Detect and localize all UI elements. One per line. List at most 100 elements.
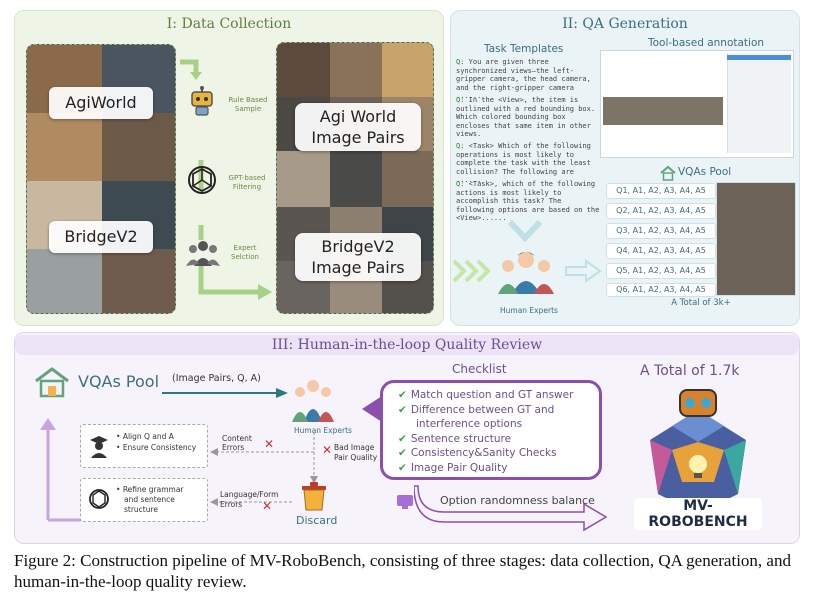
bench-name-label: MV-ROBOBENCH	[634, 498, 762, 530]
down-arrow	[508, 220, 542, 243]
bridgev2-label: BridgeV2	[49, 221, 153, 253]
stage3-vqas-pool: VQAs Pool	[78, 372, 160, 391]
language-errors-2: Errors	[220, 500, 243, 509]
checklist-item: ✔Consistency&Sanity Checks	[398, 448, 557, 459]
q-text: You are given three synchronized views—t…	[456, 58, 591, 101]
tool-image-row	[603, 97, 723, 125]
close-icon: ✕	[322, 443, 333, 457]
checklist-text: interference options	[416, 418, 523, 430]
close-icon: ✕	[262, 499, 273, 513]
teacher-icon	[90, 436, 108, 458]
source-collage: AgiWorld BridgeV2	[26, 44, 176, 314]
align-line-1: • Align Q and A	[116, 432, 174, 441]
vqa-images-strip	[716, 182, 796, 296]
step-expert-selection: Expert Selction	[231, 244, 259, 261]
language-errors-1: Language/Form	[220, 490, 279, 499]
template-question-4: Q: <Task>, which of the following action…	[456, 180, 602, 223]
checklist-text: Image Pair Quality	[410, 462, 508, 474]
align-text-1: Align Q and A	[122, 432, 174, 441]
tool-annotation-title: Tool-based annotation	[648, 37, 765, 49]
vqa-row: Q1, A1, A2, A3, A4, A5	[606, 183, 716, 199]
checklist-text: Consistency&Sanity Checks	[410, 447, 557, 459]
balance-arrow	[414, 485, 608, 532]
q-text: <Task>, which of the following actions i…	[456, 180, 600, 223]
checklist-item: ✔Image Pair Quality	[398, 463, 507, 474]
checklist-item-cont: interference options	[416, 419, 522, 430]
gpt-icon	[188, 166, 216, 194]
checklist-text: Match question and GT answer	[410, 389, 574, 401]
photo-tile	[330, 151, 382, 207]
gpt-icon	[89, 489, 109, 509]
screen-icon	[397, 495, 413, 509]
checklist-title: Checklist	[452, 362, 507, 376]
photo-tile	[330, 43, 382, 97]
bridgev2-pairs-text: BridgeV2 Image Pairs	[311, 237, 405, 277]
robot-icon	[191, 86, 213, 116]
checklist-text: Sentence structure	[410, 433, 512, 445]
error-arrows	[210, 432, 318, 506]
content-errors-1: Content	[222, 434, 252, 443]
checklist-item: ✔Sentence structure	[398, 434, 511, 445]
option-balance-label: Option randomness balance	[440, 494, 595, 507]
flow-label: (Image Pairs, Q, A)	[172, 373, 261, 384]
house-icon	[660, 165, 676, 181]
template-question-3: Q: <Task> Which of the following operati…	[456, 142, 602, 185]
check-icon: ✔	[398, 404, 407, 416]
align-text-2: Ensure Consistency	[122, 443, 197, 452]
vqa-row: Q4, A1, A2, A3, A4, A5	[606, 243, 716, 259]
q-prefix: Q:	[456, 142, 465, 150]
q-prefix: Q:	[456, 180, 465, 188]
stage3-human-experts: Human Experts	[294, 426, 352, 435]
figure-caption: Figure 2: Construction pipeline of MV-Ro…	[14, 551, 791, 591]
content-errors-2: Errors	[222, 443, 245, 452]
template-question-1: Q: You are given three synchronized view…	[456, 58, 602, 101]
close-icon: ✕	[264, 437, 275, 451]
stage2-total: A Total of 3k+	[671, 298, 731, 308]
discard-label: Discard	[296, 514, 338, 527]
vqa-row: Q3, A1, A2, A3, A4, A5	[606, 223, 716, 239]
human-experts-icon	[292, 380, 334, 422]
photo-tile	[27, 249, 102, 313]
stage1-title: I: Data Collection	[166, 16, 292, 32]
chevron-right-icon	[452, 259, 491, 283]
check-icon: ✔	[398, 462, 407, 474]
photo-tile	[27, 113, 102, 181]
human-experts-icon	[498, 252, 554, 294]
photo-tile	[382, 151, 433, 207]
photo-tile	[277, 151, 330, 207]
stage3-title: III: Human-in-the-loop Quality Review	[15, 335, 799, 355]
flow-arrow	[162, 388, 288, 398]
vqa-row: Q5, A1, A2, A3, A4, A5	[606, 263, 716, 279]
checklist-item: ✔Match question and GT answer	[398, 390, 573, 401]
vqa-row: Q6, A1, A2, A3, A4, A5	[606, 283, 716, 297]
refine-line-2: and sentence	[124, 495, 175, 504]
experts-icon	[186, 241, 220, 266]
bad-image-2: Pair Quality	[334, 453, 378, 462]
checklist-pointer	[362, 396, 382, 422]
vqa-row: Q2, A1, A2, A3, A4, A5	[606, 203, 716, 219]
agiworld-pairs-label: Agi World Image Pairs	[295, 103, 421, 151]
tool-form-panel	[727, 53, 791, 153]
agiworld-pairs-text: Agi World Image Pairs	[311, 107, 405, 147]
q-text: <Task> Which of the following operations…	[456, 142, 591, 185]
q-prefix: Q:	[456, 58, 465, 66]
image-pairs-collage: Agi World Image Pairs BridgeV2 Image Pai…	[276, 42, 434, 314]
q-text: In the <View>, the item is outlined with…	[456, 96, 596, 139]
stage3-total: A Total of 1.7k	[640, 363, 740, 379]
photo-tile	[102, 249, 175, 313]
refine-text-1: Refine grammar	[122, 485, 184, 494]
house-icon	[35, 367, 69, 398]
annotation-tool-screenshot	[600, 50, 794, 158]
checklist-item: ✔Difference between GT and	[398, 405, 554, 416]
refine-line-1: • Refine grammar	[116, 485, 184, 494]
check-icon: ✔	[398, 433, 407, 445]
bad-image-1: Bad Image	[334, 443, 375, 452]
trash-icon	[302, 482, 326, 511]
step-gpt-filtering: GPT-based Filtering	[228, 174, 266, 191]
photo-tile	[102, 113, 175, 181]
check-icon: ✔	[398, 389, 407, 401]
human-experts-label: Human Experts	[500, 306, 558, 315]
pipeline-arrows	[180, 59, 272, 300]
checklist-box	[380, 380, 602, 480]
checklist-text: Difference between GT and	[410, 404, 555, 416]
